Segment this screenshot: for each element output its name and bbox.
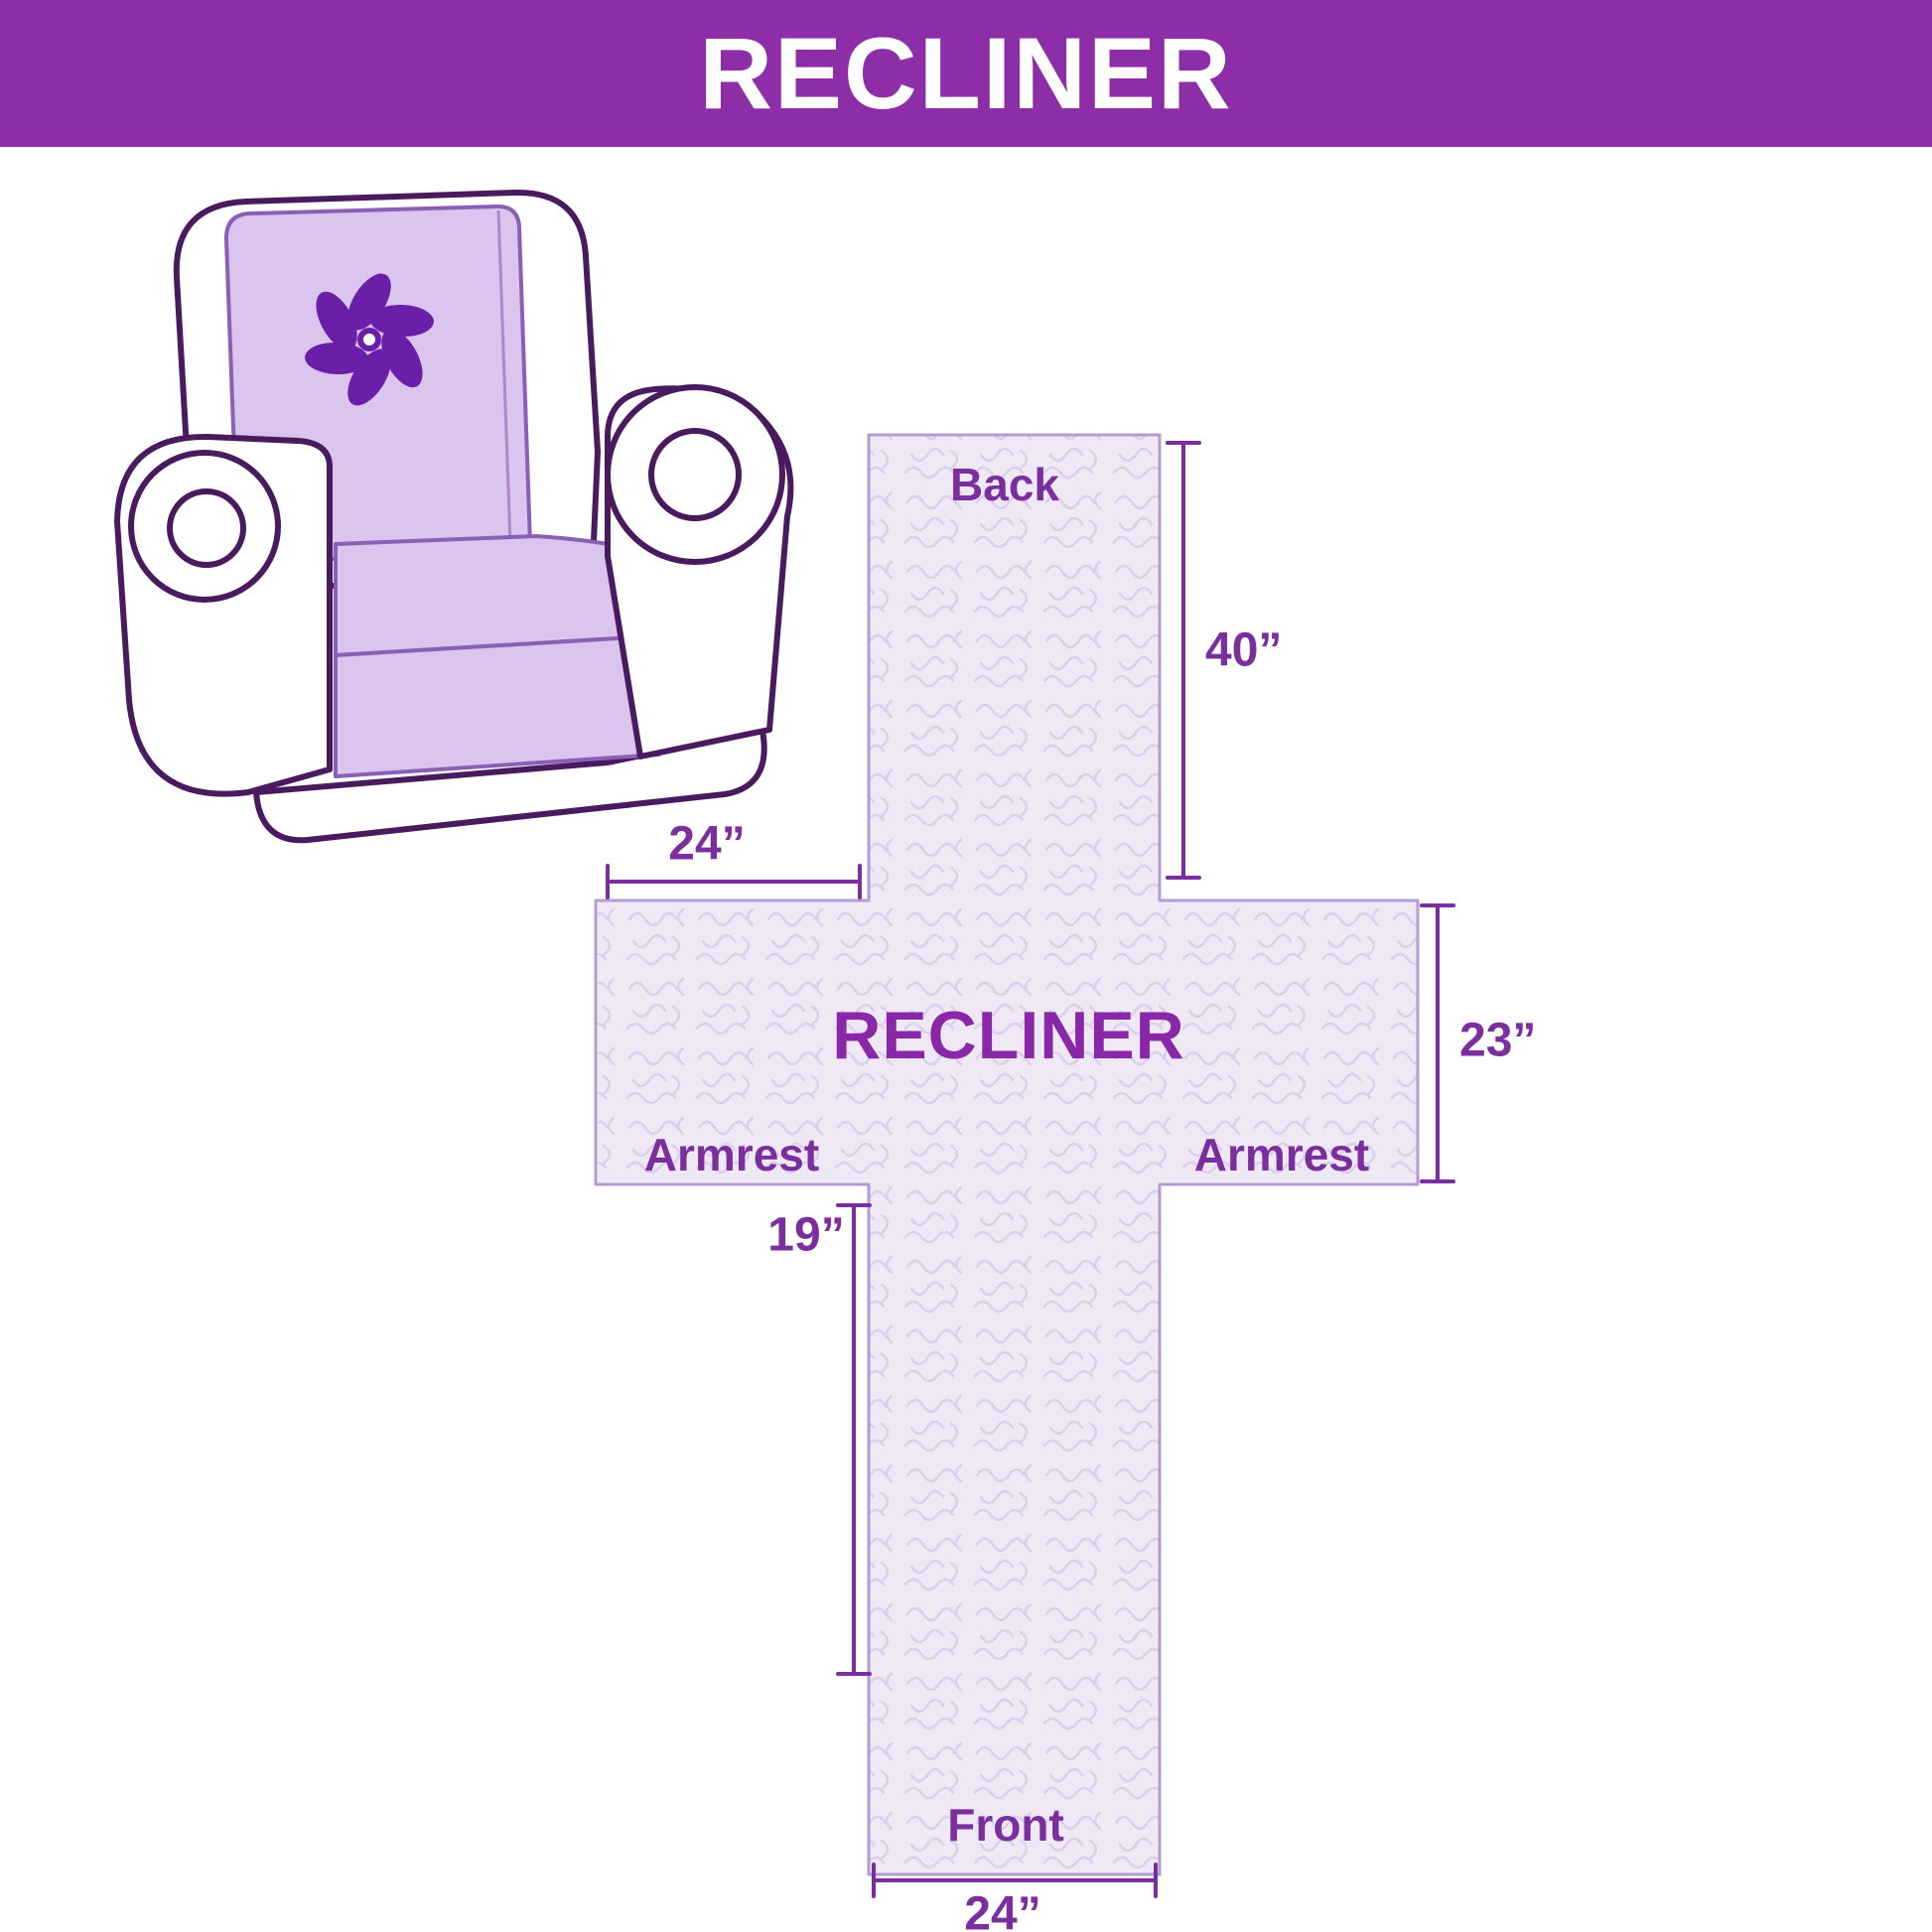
armrest-left-label: Armrest: [643, 1129, 820, 1180]
dimension-lines: [606, 441, 1455, 1898]
cover-front-drape: [334, 633, 669, 778]
dimension-back-height: 40”: [1205, 623, 1283, 677]
dimension-top-width: 24”: [668, 817, 746, 871]
pinwheel-icon: [305, 273, 434, 406]
back-section-label: Back: [950, 459, 1059, 510]
dimension-front-drop: 19”: [767, 1208, 845, 1262]
chair-base: [253, 728, 767, 844]
cover-center-label: RECLINER: [832, 998, 1185, 1073]
title-banner: RECLINER: [0, 0, 1932, 147]
right-arm-scroll-inner: [648, 428, 742, 521]
cover-cross-shape: [594, 433, 1420, 1876]
page-title: RECLINER: [699, 16, 1233, 130]
dimension-armrest-depth: 23”: [1459, 1014, 1537, 1067]
armrest-right-label: Armrest: [1193, 1129, 1370, 1180]
dimension-bottom-width: 24”: [964, 1887, 1041, 1932]
left-arm-scroll-inner: [167, 488, 246, 568]
armchair-illustration: [114, 189, 794, 844]
front-section-label: Front: [947, 1799, 1064, 1851]
